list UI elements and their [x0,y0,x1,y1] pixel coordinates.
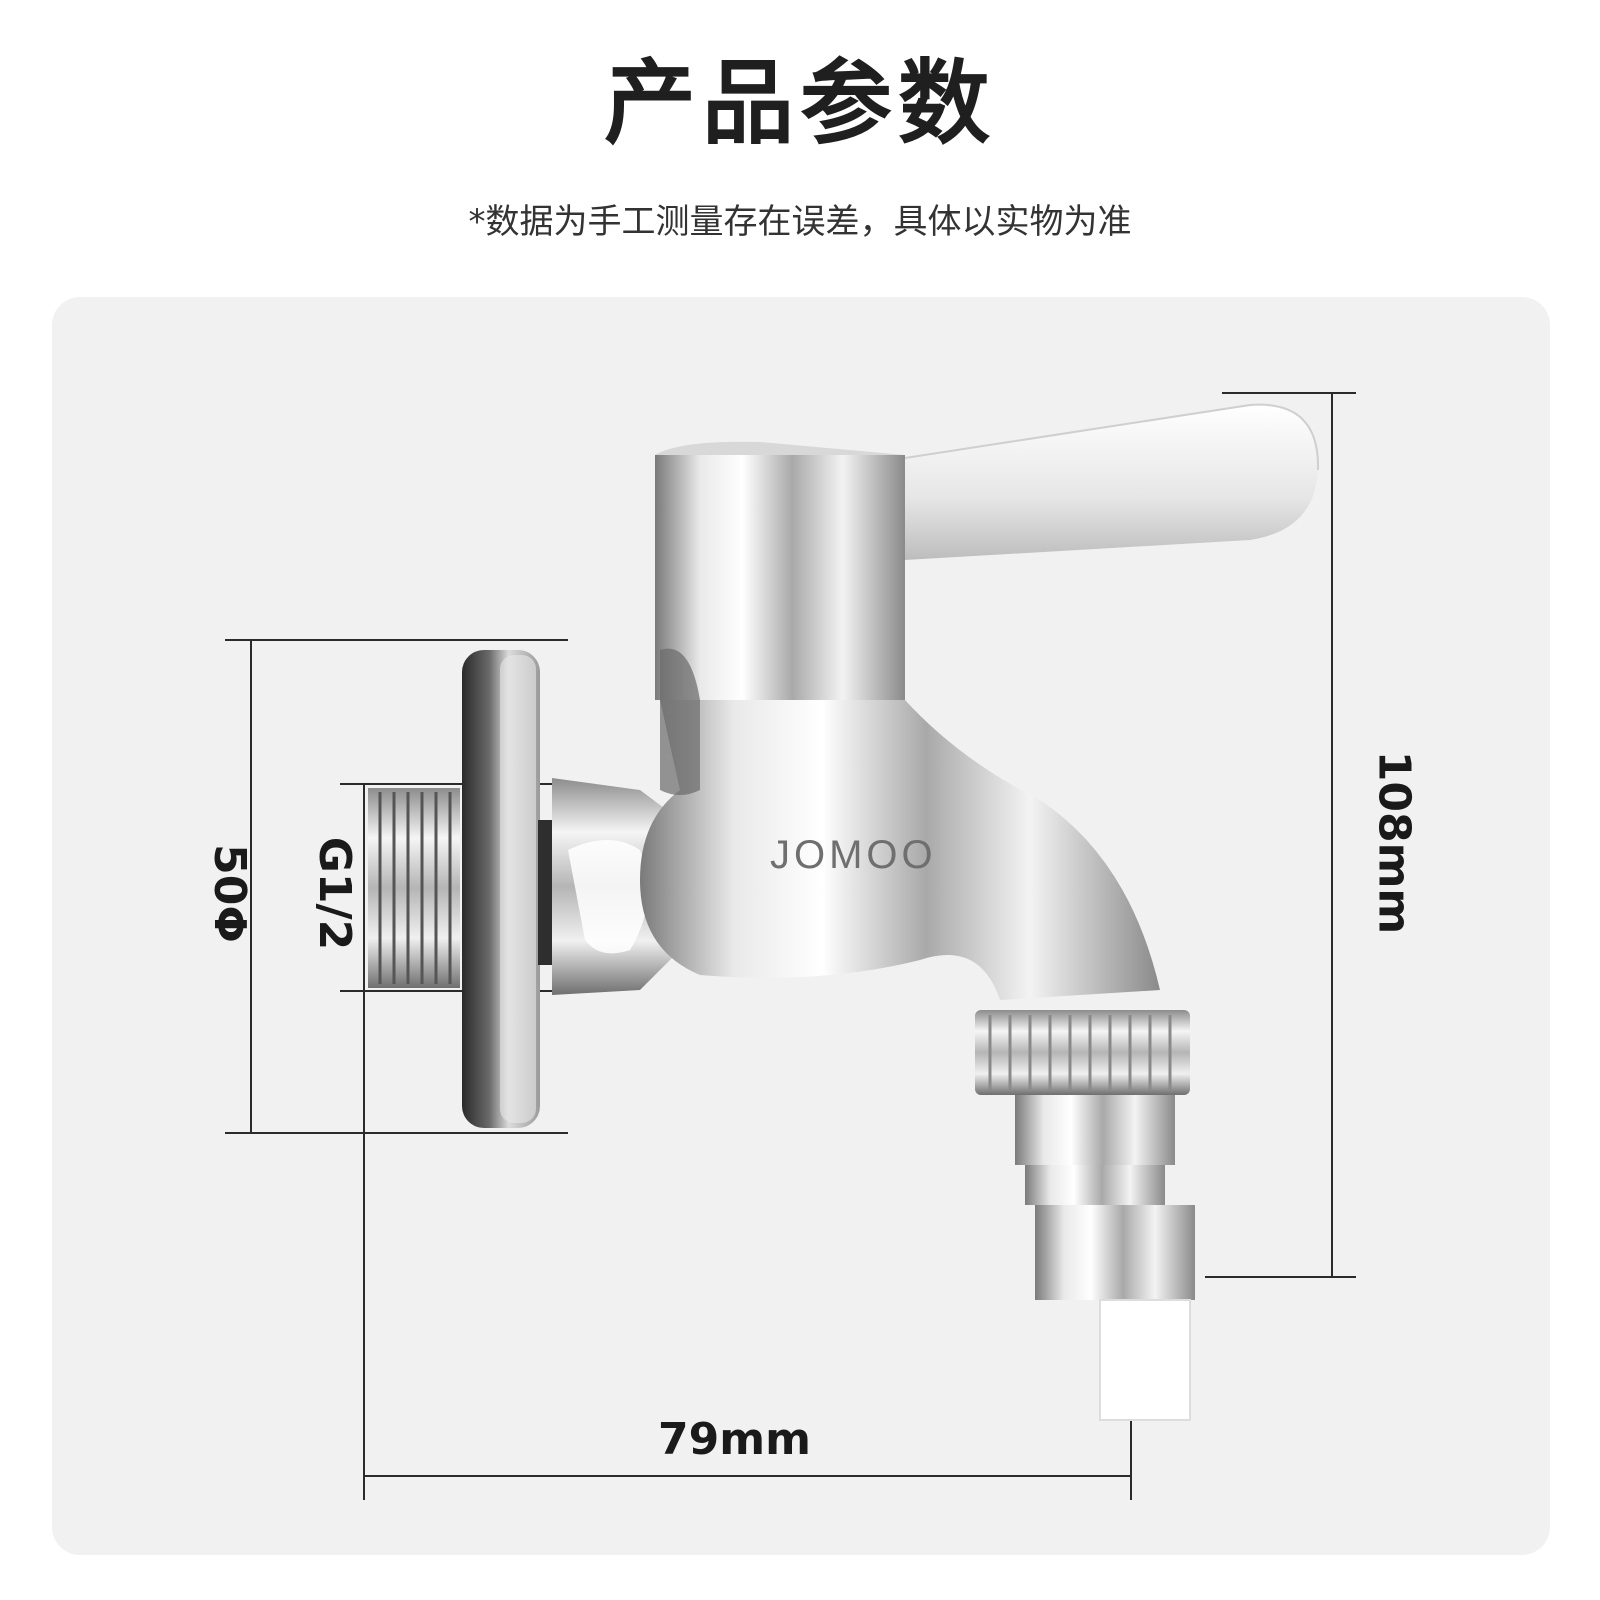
dimension-lines [225,392,1356,1500]
hose-connector [975,1010,1195,1421]
flange-diameter-label: 50Φ [203,844,255,943]
length-dimension-label: 79mm [658,1414,811,1465]
faucet-body [640,441,1160,1000]
wall-flange [462,650,540,1128]
measurement-note: *数据为手工测量存在误差，具体以实物为准 [468,202,1132,242]
height-dimension-label: 108mm [1368,750,1420,935]
lever-handle [904,403,1320,560]
brand-logo: JOMOO [770,833,937,877]
page-title: 产品参数 [603,50,996,157]
thread-pipe [368,788,460,988]
thread-size-label: G1/2 [309,836,361,951]
